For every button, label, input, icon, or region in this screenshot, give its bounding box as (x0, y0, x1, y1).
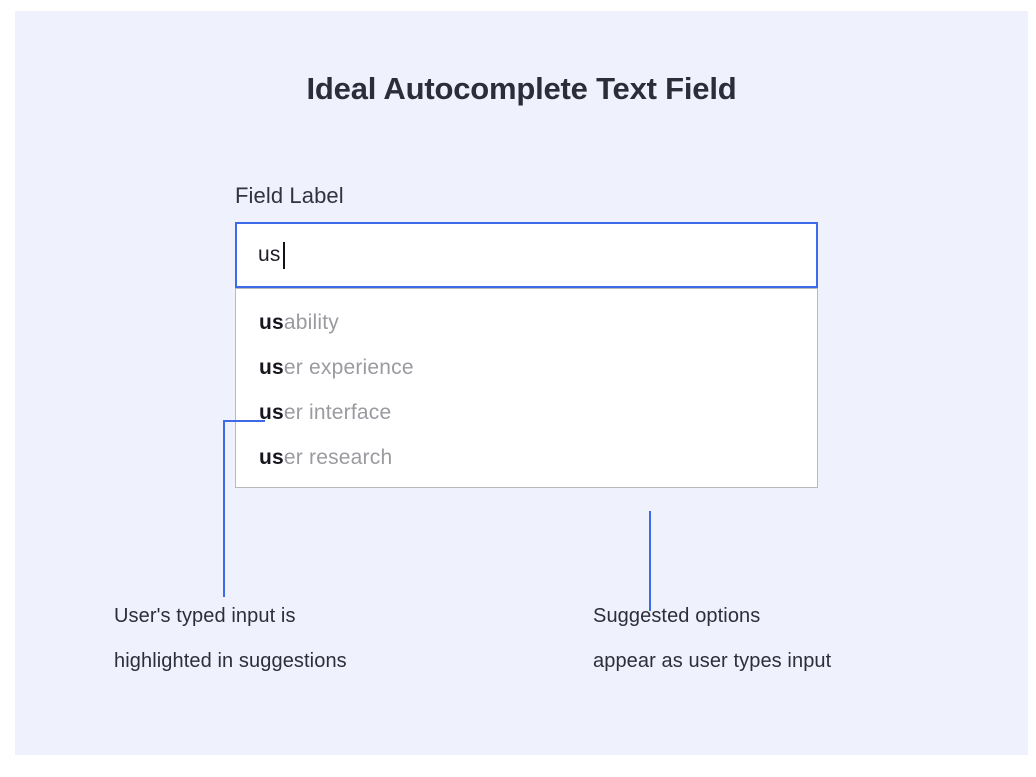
input-value-row: us (258, 224, 285, 286)
suggestion-rest-text: er research (283, 446, 393, 469)
autocomplete-text-input[interactable]: us (235, 222, 818, 288)
suggestion-item[interactable]: usability (259, 312, 339, 333)
annotation-right: Suggested options appear as user types i… (593, 594, 831, 684)
suggestion-match-text: us (259, 356, 284, 379)
annotation-right-line-1: Suggested options (593, 605, 761, 627)
suggestion-rest-text: er experience (283, 356, 414, 379)
leader-line-right (649, 511, 651, 611)
suggestion-item[interactable]: user research (259, 447, 392, 468)
suggestion-match-text: us (259, 311, 284, 334)
suggestion-match-text: us (259, 401, 284, 424)
suggestion-rest-text: er interface (283, 401, 392, 424)
input-typed-value: us (258, 243, 281, 266)
suggestion-item[interactable]: user experience (259, 357, 414, 378)
annotation-left-line-2: highlighted in suggestions (114, 650, 347, 672)
suggestion-rest-text: ability (283, 311, 340, 334)
page-title: Ideal Autocomplete Text Field (306, 71, 737, 106)
content-card: Ideal Autocomplete Text Field Field Labe… (15, 11, 1028, 755)
suggestion-match-text: us (259, 446, 284, 469)
suggestions-dropdown[interactable]: usability user experience user interface… (235, 288, 818, 488)
annotation-left-line-1: User's typed input is (114, 605, 296, 627)
leader-line-left (223, 420, 265, 597)
annotation-left: User's typed input is highlighted in sug… (114, 594, 347, 684)
annotation-right-line-2: appear as user types input (593, 650, 832, 672)
field-label: Field Label (235, 183, 344, 208)
suggestion-item[interactable]: user interface (259, 402, 391, 423)
text-caret (282, 241, 285, 269)
